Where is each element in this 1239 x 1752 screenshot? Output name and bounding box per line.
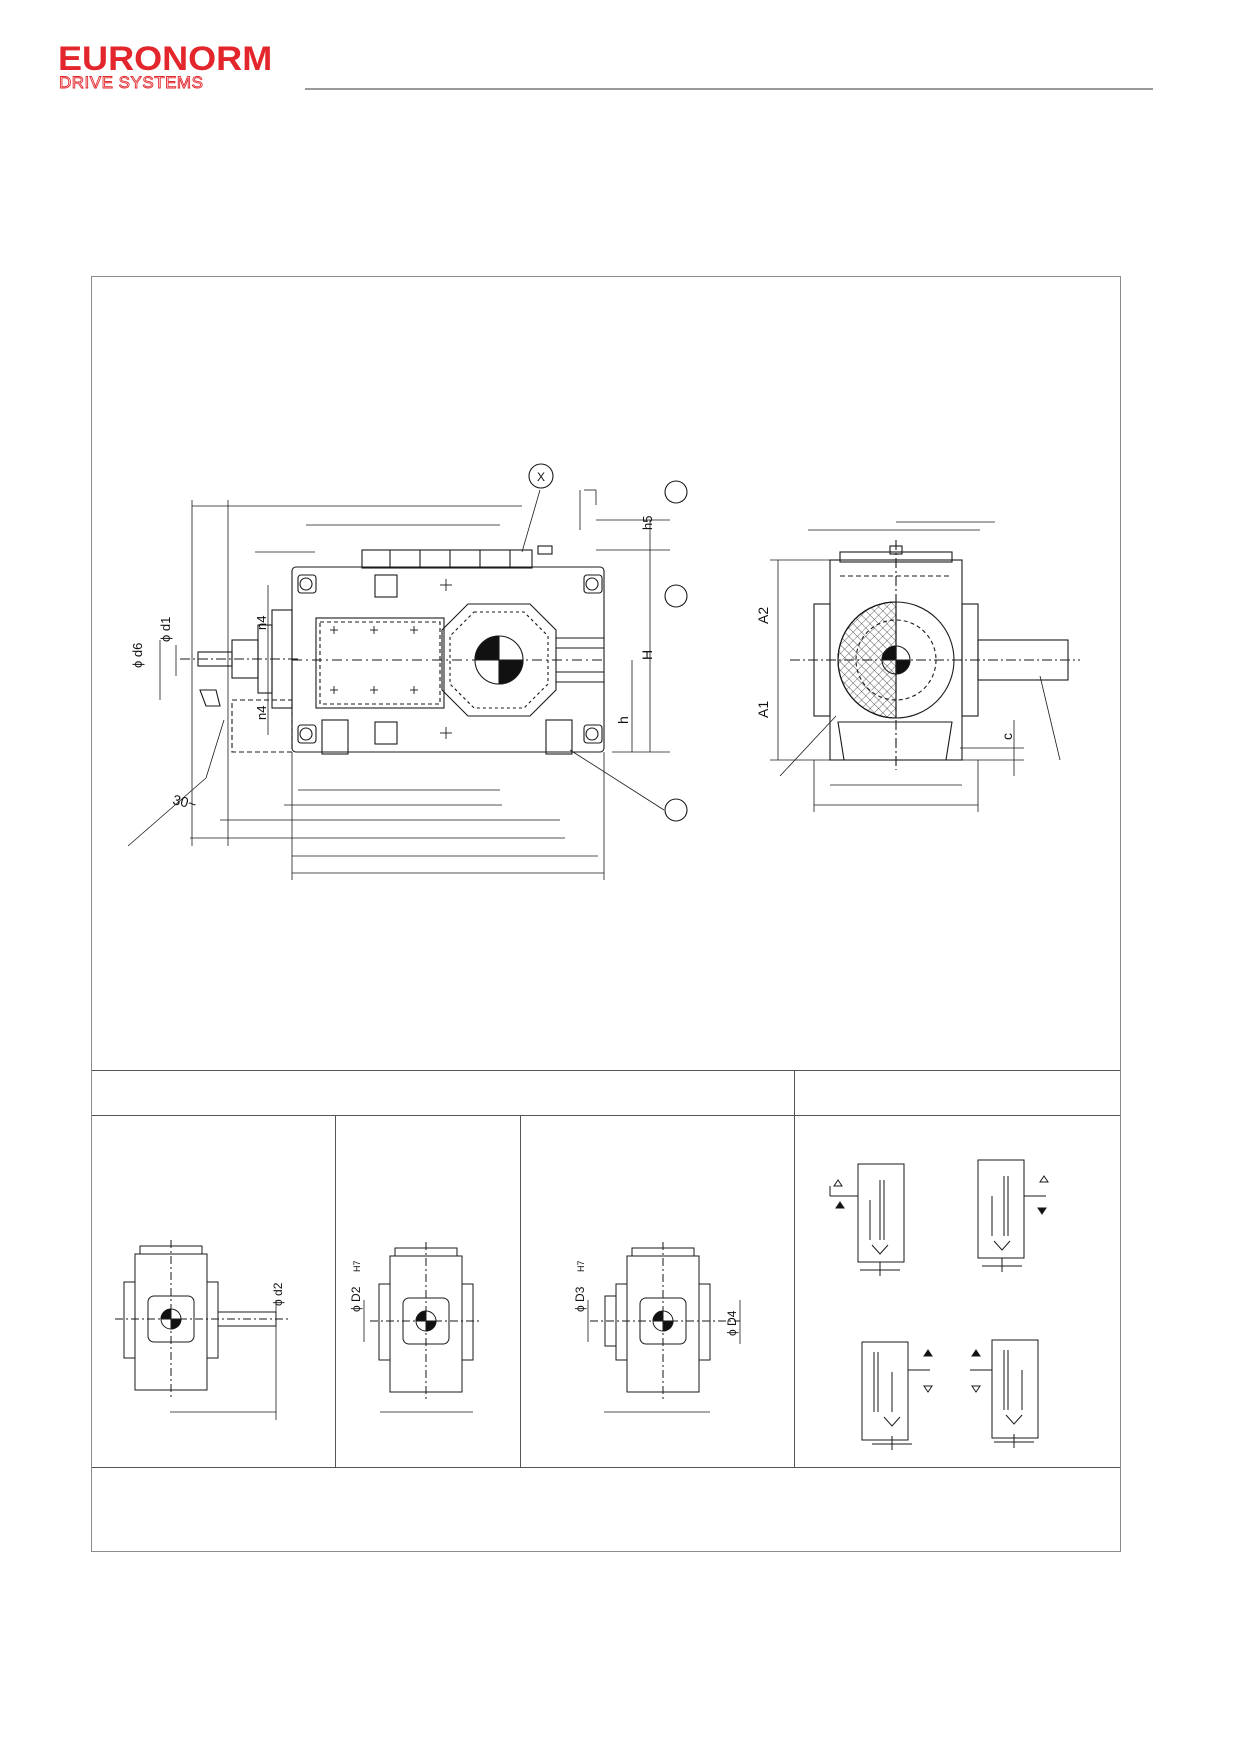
variant-solid-shaft [115, 1240, 290, 1420]
rotation-diagram-1 [829, 1163, 905, 1276]
frame-divider-bottom [92, 1467, 1120, 1468]
variant-hollow-shaft [363, 1242, 482, 1413]
detail-marker-label: X [537, 470, 545, 484]
frame-col-sep-3 [794, 1070, 795, 1467]
dim-A1-label: A1 [755, 701, 771, 718]
dim-D2-label: ϕ D2 [349, 1286, 363, 1312]
brand-logo: EURONORM DRIVE SYSTEMS [58, 42, 272, 94]
frame-divider-header [92, 1115, 1120, 1116]
dim-d2-label: ϕ d2 [271, 1282, 285, 1306]
side-view [770, 521, 1080, 812]
rotation-diagram-2 [977, 1159, 1049, 1272]
dim-h-label: h [615, 716, 631, 724]
frame-col-sep-2 [520, 1115, 521, 1467]
front-view [127, 463, 688, 880]
dim-c-label: c [999, 733, 1015, 740]
dim-n4-top-label: n4 [254, 616, 269, 630]
dim-D4-label: ϕ D4 [725, 1310, 739, 1336]
brand-tagline: DRIVE SYSTEMS [59, 73, 204, 92]
rotation-diagram-4 [970, 1339, 1039, 1448]
rotation-diagram-3 [861, 1341, 933, 1450]
dim-d6-label: ϕ d6 [130, 643, 145, 668]
frame-divider-top [92, 1070, 1120, 1071]
variant-shrink-disc [587, 1242, 741, 1413]
rotation-diagrams [829, 1159, 1049, 1450]
dim-d1-label: ϕ d1 [158, 617, 173, 642]
dim-n4-bottom-label: n4 [254, 706, 269, 720]
drawing-frame [91, 276, 1121, 1552]
dim-D2-tolerance: H7 [352, 1260, 362, 1272]
header-rule [305, 88, 1153, 90]
dim-H-label: H [639, 650, 655, 660]
brand-name: EURONORM [58, 40, 273, 78]
dim-A2-label: A2 [755, 607, 771, 624]
frame-col-sep-1 [335, 1115, 336, 1467]
dim-D3-tolerance: H7 [576, 1260, 586, 1272]
dim-h5-label: h5 [640, 516, 655, 530]
dim-D3-label: ϕ D3 [573, 1286, 587, 1312]
angle-label: 30~ [171, 791, 198, 812]
